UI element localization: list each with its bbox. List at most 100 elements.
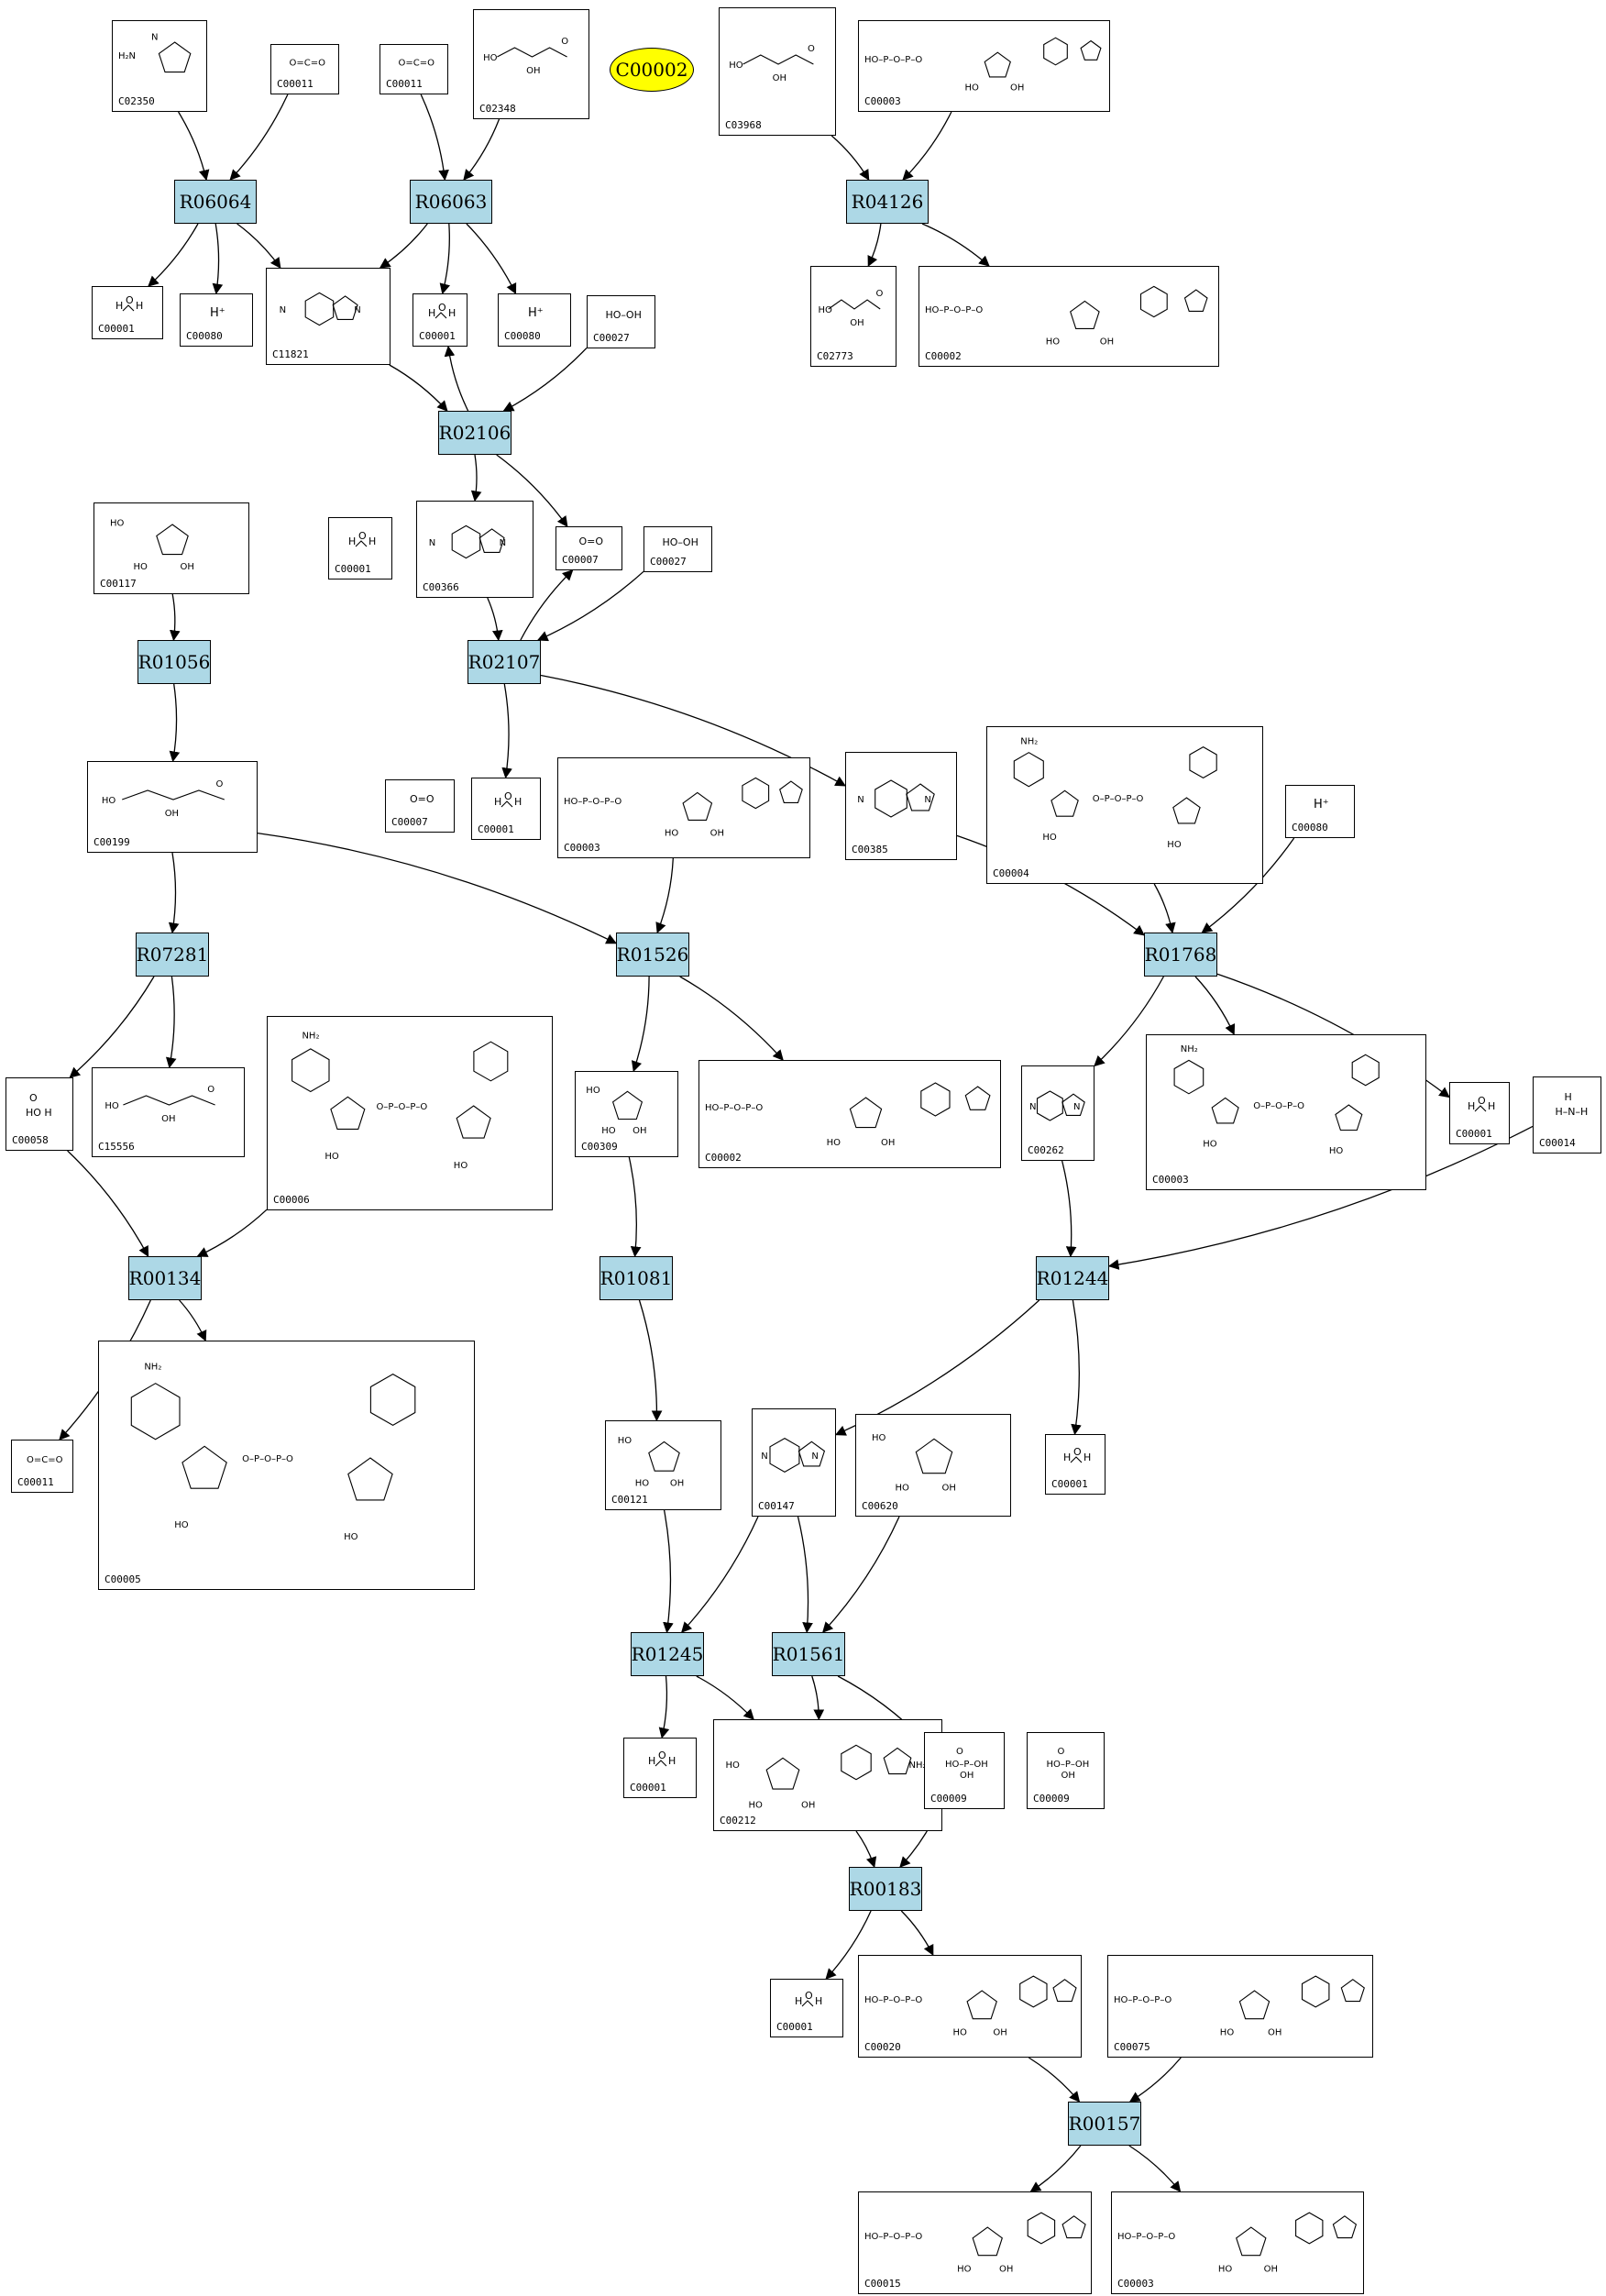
reaction-R00183[interactable]: R00183 — [849, 1867, 922, 1911]
compound-id-label: C00147 — [758, 1500, 795, 1512]
reaction-R00134[interactable]: R00134 — [128, 1256, 202, 1300]
structure-co2: O=C=O — [399, 59, 435, 69]
compound-C00080[interactable]: H⁺C00080 — [498, 293, 571, 347]
edge-R01561-to-C00212 — [811, 1675, 825, 1721]
edge-C00080-to-R01768 — [1201, 837, 1295, 933]
reaction-R01244[interactable]: R01244 — [1036, 1256, 1109, 1300]
svg-text:OH: OH — [632, 1126, 646, 1136]
svg-text:HO: HO — [726, 1761, 741, 1771]
compound-C00080[interactable]: H⁺C00080 — [1285, 785, 1355, 838]
reaction-R00157[interactable]: R00157 — [1068, 2102, 1141, 2146]
svg-text:OH: OH — [1010, 83, 1024, 93]
compound-id-label: C00003 — [1117, 2278, 1154, 2290]
reaction-R06064[interactable]: R06064 — [174, 180, 257, 224]
compound-id-label: C00007 — [391, 816, 428, 828]
structure-proton: H⁺ — [528, 306, 544, 320]
highlighted-compound-C00002[interactable]: C00002 — [610, 48, 694, 92]
reaction-R06063[interactable]: R06063 — [410, 180, 492, 224]
reaction-R02107[interactable]: R02107 — [468, 640, 541, 684]
svg-text:HO: HO — [635, 1478, 650, 1488]
reaction-R07281[interactable]: R07281 — [136, 933, 209, 977]
compound-C00080[interactable]: H⁺C00080 — [180, 293, 253, 347]
svg-text:O=C=O: O=C=O — [27, 1455, 63, 1465]
compound-id-label: C00212 — [720, 1815, 756, 1827]
svg-text:HO: HO — [1220, 2027, 1235, 2037]
svg-text:OH: OH — [181, 562, 194, 572]
svg-text:O: O — [876, 289, 884, 299]
reaction-R04126[interactable]: R04126 — [846, 180, 929, 224]
reaction-R02106[interactable]: R02106 — [438, 411, 512, 455]
edge-R00134-to-C00005 — [179, 1299, 207, 1342]
edge-C00004-to-R01768 — [1153, 883, 1176, 934]
compound-id-label: C02348 — [479, 103, 516, 115]
svg-text:O: O — [207, 1085, 214, 1095]
reaction-R01526[interactable]: R01526 — [616, 933, 689, 977]
reaction-R01245[interactable]: R01245 — [631, 1632, 704, 1676]
reaction-R01056[interactable]: R01056 — [138, 640, 211, 684]
reaction-R01768[interactable]: R01768 — [1144, 933, 1217, 977]
edge-C00199-to-R01526 — [257, 832, 618, 944]
reaction-R01081[interactable]: R01081 — [600, 1256, 673, 1300]
reaction-R01561[interactable]: R01561 — [772, 1632, 845, 1676]
svg-text:OH: OH — [165, 809, 179, 819]
svg-text:O–P–O–P–O: O–P–O–P–O — [377, 1102, 428, 1112]
edge-C00075-to-R00157 — [1128, 2057, 1182, 2103]
svg-text:OH: OH — [161, 1114, 175, 1124]
compound-id-label: C00001 — [335, 563, 371, 575]
svg-text:OH: OH — [850, 318, 864, 328]
